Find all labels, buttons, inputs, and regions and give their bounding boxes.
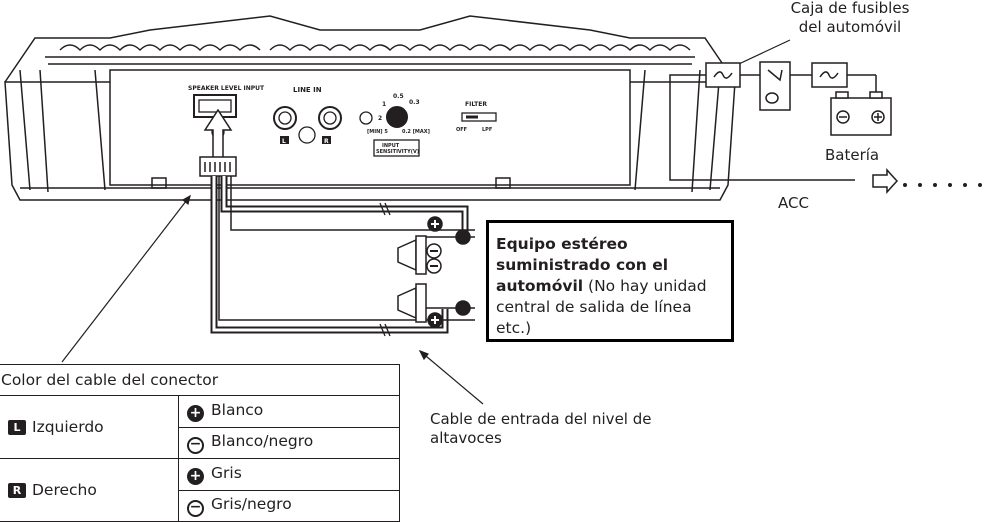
wire-row: −Blanco/negro <box>178 426 400 460</box>
sens-max: 0.2 [MAX] <box>402 129 430 135</box>
acc-dots <box>903 183 982 187</box>
stereo-note: (No hay unidad central de salida de líne… <box>496 277 707 337</box>
sens-03: 0.3 <box>409 99 420 106</box>
cable-label: Cable de entrada del nivel de altavoces <box>430 410 652 447</box>
wire-row: −Gris/negro <box>178 489 400 522</box>
speaker-level-input-text: SPEAKER LEVEL INPUT <box>188 85 265 92</box>
filter-off: OFF <box>456 127 467 133</box>
amp-panel-text: SPEAKER LEVEL INPUT LINE IN L R 0.5 0.3 … <box>188 85 492 155</box>
battery-label: Batería <box>825 146 880 164</box>
amplifier <box>4 15 736 201</box>
right-channel-cell: R Derecho <box>0 458 179 522</box>
minus-icon: − <box>187 436 204 454</box>
speakers <box>397 216 475 328</box>
left-channel-cell: L Izquierdo <box>0 395 179 460</box>
filter-lpf: LPF <box>482 127 492 133</box>
stereo-title: Equipo estéreo suministrado con el autom… <box>496 235 669 295</box>
speaker-cables <box>210 176 475 337</box>
acc-label: ACC <box>778 194 809 212</box>
input-sensitivity-1: INPUT <box>382 143 400 149</box>
plus-icon: + <box>187 467 204 485</box>
table-header: Color del cable del conector <box>0 363 400 397</box>
sens-1: 1 <box>382 101 386 108</box>
wire-row: +Gris <box>178 458 400 491</box>
left-badge: L <box>8 420 26 436</box>
right-label: Derecho <box>32 481 97 500</box>
wire-row: +Blanco <box>178 395 400 428</box>
minus-icon: − <box>187 499 204 517</box>
sens-2: 2 <box>378 115 382 122</box>
line-in-text: LINE IN <box>293 86 322 94</box>
fuse-circuit <box>669 61 899 194</box>
right-badge: R <box>8 483 26 499</box>
plus-icon: + <box>187 405 204 423</box>
line-in-r: R <box>324 138 329 145</box>
input-sensitivity-2: SENSITIVITY(V) <box>376 149 419 155</box>
input-arrow <box>199 108 237 177</box>
stereo-box: Equipo estéreo suministrado con el autom… <box>486 220 734 342</box>
sens-min: [MIN] 5 <box>367 129 388 135</box>
fuse-box-label: Caja de fusibles del automóvil <box>790 0 910 36</box>
sens-05: 0.5 <box>393 93 404 100</box>
filter-text: FILTER <box>465 101 487 108</box>
line-in-l: L <box>282 138 286 145</box>
left-label: Izquierdo <box>32 418 104 437</box>
